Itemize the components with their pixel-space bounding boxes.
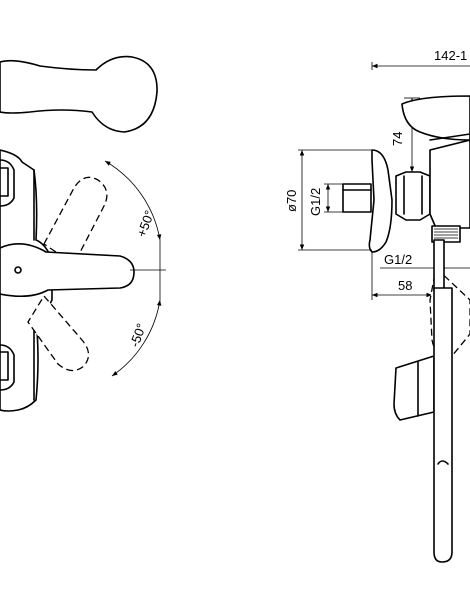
side-body — [429, 139, 470, 229]
side-view: 142-1 74 ø70 G1/2 — [284, 48, 470, 563]
dim-thread-right: G1/2 — [384, 252, 412, 267]
main-lever — [0, 243, 135, 298]
lever-rotated-minus — [27, 294, 90, 372]
wall-rosette — [368, 149, 393, 253]
side-cap — [401, 95, 470, 141]
dim-74: 74 — [390, 132, 405, 146]
dim-projection: 58 — [398, 278, 412, 293]
angle-arc — [104, 160, 162, 241]
nipple — [342, 183, 372, 213]
dim-diameter: ø70 — [284, 190, 299, 212]
angle-minus-label: -50° — [127, 321, 149, 349]
hex-union — [395, 171, 431, 221]
angle-plus-label: +50° — [134, 208, 157, 239]
shower-holder — [393, 355, 435, 421]
threaded-outlet — [431, 225, 461, 243]
front-view: +50° -50° — [0, 55, 166, 412]
lever-rotated-plus — [43, 176, 108, 265]
dim-total-length: 142-1 — [434, 48, 467, 63]
dim-thread-left: G1/2 — [308, 188, 323, 216]
top-lever-handle — [0, 55, 158, 133]
shower-hose — [433, 239, 445, 291]
